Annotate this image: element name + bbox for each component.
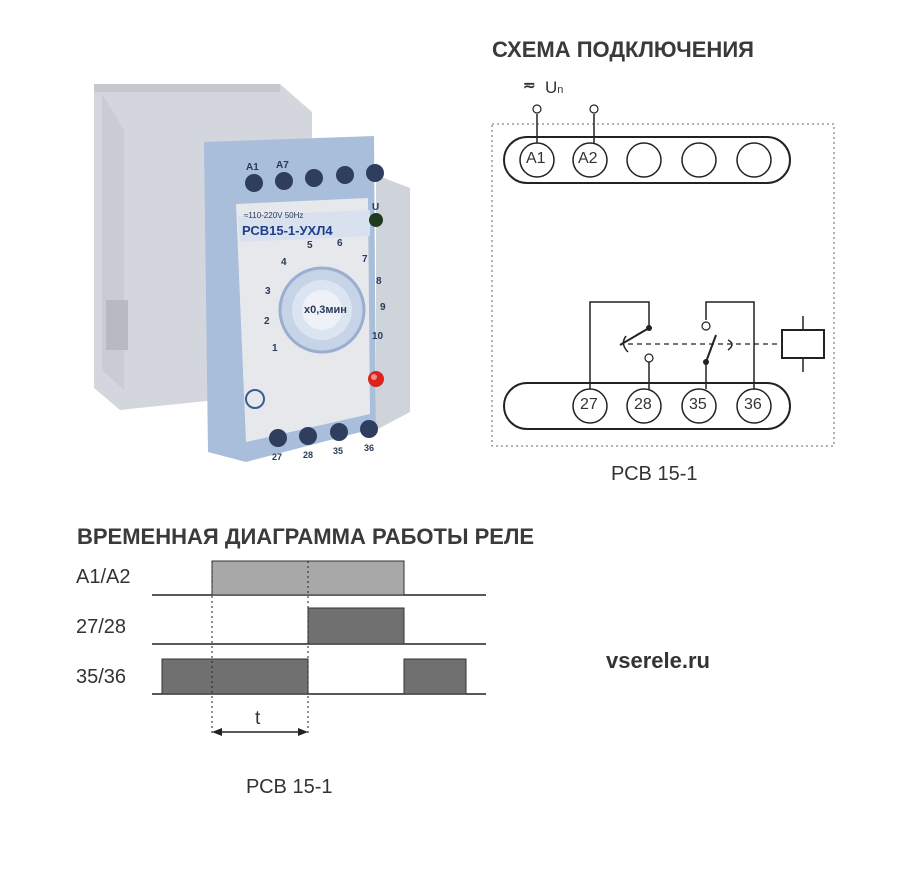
device-dial-number: 3 — [265, 286, 271, 297]
timing-bar-27-28-on — [307, 607, 405, 645]
terminal-empty-circle — [736, 142, 772, 178]
supply-terminal-a1 — [532, 104, 542, 114]
terminal-empty-circle — [626, 142, 662, 178]
contact-35-36-delay-arc — [727, 339, 733, 351]
contact-27-28-blade — [619, 327, 650, 346]
timing-caption: РСВ 15-1 — [246, 776, 333, 798]
device-dial-number: 7 — [362, 254, 368, 265]
terminal-28-label: 28 — [634, 396, 652, 413]
timing-interval-label: t — [255, 708, 261, 729]
timing-interval-arrowhead-left — [212, 728, 222, 736]
supply-symbol: ≂ — [523, 77, 536, 94]
relay-device-illustration — [94, 84, 410, 462]
contact-wire-36 — [705, 301, 755, 389]
wiring-caption: РСВ 15-1 — [611, 463, 698, 485]
terminal-35-circle — [681, 388, 717, 424]
device-voltage-label: ≈110-220V 50Hz — [244, 211, 304, 220]
website-label: vserele.ru — [606, 648, 710, 673]
wiring-heading: СХЕМА ПОДКЛЮЧЕНИЯ — [492, 37, 754, 62]
timing-heading: ВРЕМЕННАЯ ДИАГРАММА РАБОТЫ РЕЛЕ — [77, 524, 535, 549]
device-terminal-label-27: 27 — [272, 452, 283, 462]
device-terminal-label-a7: A7 — [276, 160, 289, 171]
supply-voltage-subscript: n — [557, 84, 564, 96]
device-terminal-label-28: 28 — [303, 450, 314, 460]
timing-row-label-a1a2: A1/A2 — [76, 566, 131, 588]
supply-voltage-label: Un — [545, 78, 563, 98]
terminal-35-label: 35 — [689, 396, 707, 413]
contact-27-28-delay-arc — [622, 335, 629, 353]
terminal-27-label: 27 — [580, 396, 598, 413]
supply-voltage-symbol: U — [545, 78, 558, 97]
timing-bar-35-36-after — [403, 658, 467, 695]
timing-row-label-27-28: 27/28 — [76, 616, 127, 638]
terminal-a2-circle — [572, 142, 608, 178]
timing-row-label-35-36: 35/36 — [76, 666, 127, 688]
enclosure-outline — [491, 123, 835, 447]
device-dial-scale-label: x0,3мин — [304, 304, 347, 316]
contact-wire-27 — [589, 301, 650, 389]
contact-35-point — [701, 321, 711, 331]
terminal-a1-label: A1 — [526, 150, 546, 167]
relay-coil-symbol — [781, 329, 825, 359]
supply-terminal-a2 — [589, 104, 599, 114]
contact-28-point — [644, 353, 654, 363]
wiring-diagram — [491, 104, 835, 447]
device-dial-number: 5 — [307, 240, 313, 251]
device-led-label: U — [372, 202, 380, 213]
device-terminal-label-35: 35 — [333, 446, 344, 456]
timing-diagram — [152, 560, 486, 736]
device-dial-number: 8 — [376, 276, 382, 287]
terminal-a2-label: A2 — [578, 150, 598, 167]
device-dial-number: 2 — [264, 316, 270, 327]
terminal-36-label: 36 — [744, 396, 762, 413]
terminal-28-circle — [626, 388, 662, 424]
device-dial-number: 9 — [380, 302, 386, 313]
contact-35-36-blade — [705, 334, 717, 363]
device-dial-number: 6 — [337, 238, 343, 249]
device-dial-number: 4 — [281, 257, 287, 268]
timing-bar-35-36-before — [161, 658, 309, 695]
device-terminal-label-a1: A1 — [246, 162, 259, 173]
device-dial-number: 10 — [372, 331, 384, 342]
device-dial-number: 1 — [272, 343, 278, 354]
terminal-empty-circle — [681, 142, 717, 178]
timing-interval-arrowhead-right — [298, 728, 308, 736]
device-terminal-label-36: 36 — [364, 443, 375, 453]
device-model-label: РСВ15-1-УХЛ4 — [242, 223, 333, 238]
